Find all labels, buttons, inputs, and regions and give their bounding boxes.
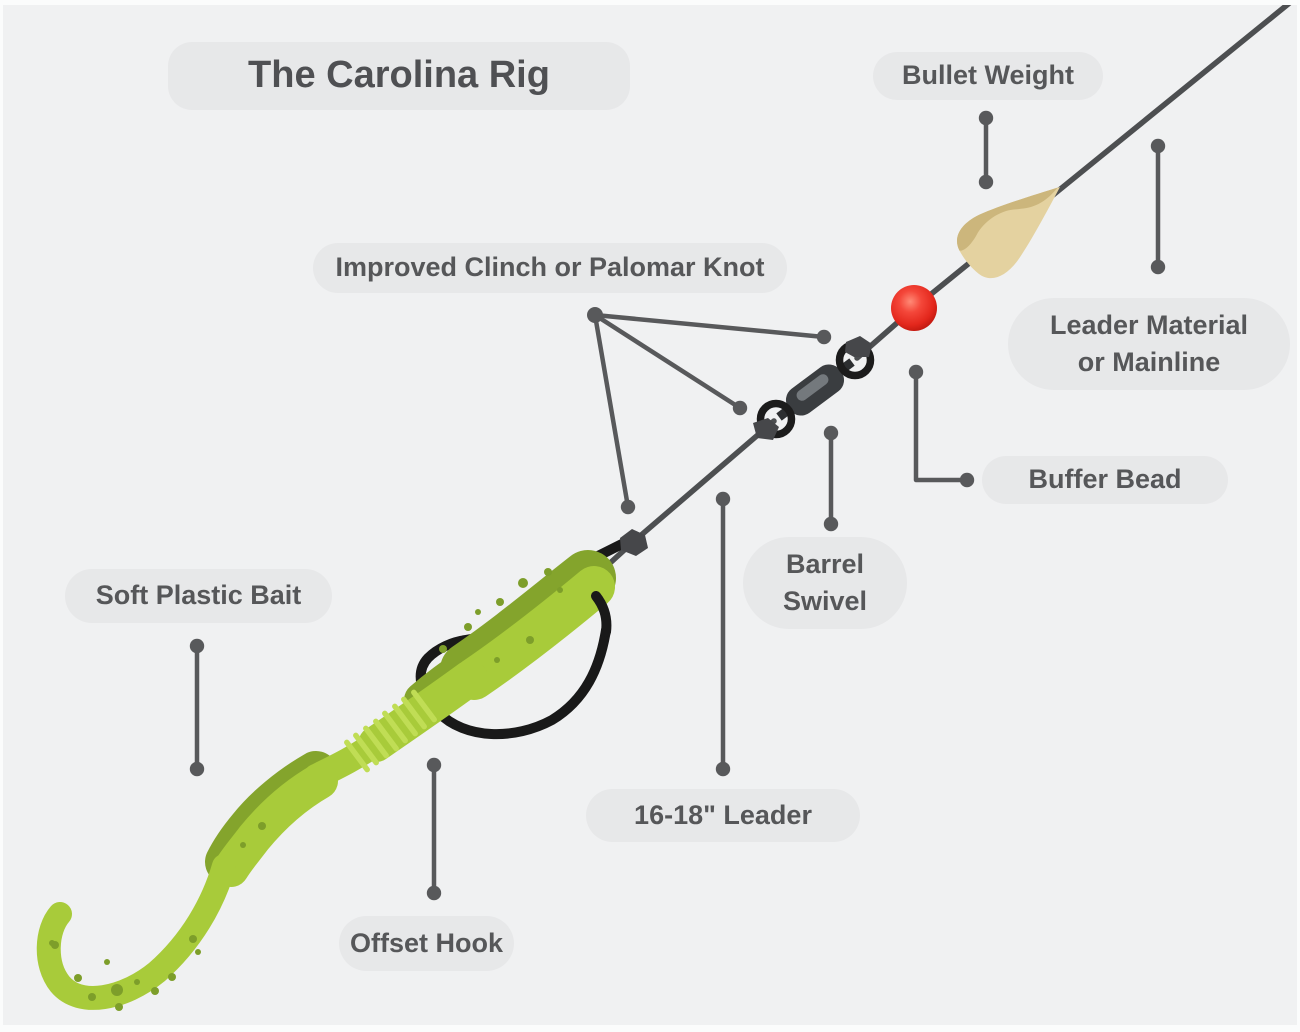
frame-edge-right xyxy=(1297,0,1300,1032)
connector-knot-branches xyxy=(587,307,832,515)
buffer-bead-graphic xyxy=(891,285,937,331)
label-buffer-bead: Buffer Bead xyxy=(982,456,1228,504)
worm-ribs xyxy=(344,689,437,773)
swivel-bottom-ring xyxy=(756,399,796,439)
bullet-weight-graphic xyxy=(956,187,1060,279)
knot-hook-eye xyxy=(620,529,648,556)
knot-top-ring xyxy=(845,336,872,357)
frame-edge-left xyxy=(0,0,3,1032)
connector-barrel-swivel xyxy=(823,425,839,532)
frame-edge-bottom xyxy=(0,1025,1300,1032)
label-leader-material: Leader Material or Mainline xyxy=(1008,298,1290,390)
connector-buffer-bead xyxy=(908,364,975,488)
connector-soft-plastic-bait xyxy=(189,638,205,777)
label-barrel-swivel-line2: Swivel xyxy=(782,586,868,616)
frame-edge-top xyxy=(0,0,1300,5)
connector-leader-material xyxy=(1150,138,1166,275)
label-soft-plastic-bait: Soft Plastic Bait xyxy=(65,569,332,623)
label-offset-hook: Offset Hook xyxy=(339,916,514,971)
label-barrel-swivel-line1: Barrel xyxy=(785,549,865,579)
label-leader-material-line1: Leader Material xyxy=(1049,310,1249,340)
offset-hook-point xyxy=(591,591,612,637)
connector-leader-length xyxy=(715,491,731,777)
label-improved-clinch-knot: Improved Clinch or Palomar Knot xyxy=(313,243,787,293)
page-title: The Carolina Rig xyxy=(168,42,630,110)
soft-plastic-worm-graphic xyxy=(36,550,616,1011)
knot-bottom-ring xyxy=(753,418,779,440)
connector-bullet-weight xyxy=(978,110,994,190)
label-bullet-weight: Bullet Weight xyxy=(873,52,1103,100)
label-leader-length: 16-18" Leader xyxy=(586,789,860,842)
label-leader-material-line2: or Mainline xyxy=(1077,347,1221,377)
worm-speckles xyxy=(49,568,563,1011)
connector-offset-hook xyxy=(426,757,442,901)
barrel-swivel-graphic xyxy=(753,336,875,440)
label-barrel-swivel: Barrel Swivel xyxy=(743,537,907,629)
